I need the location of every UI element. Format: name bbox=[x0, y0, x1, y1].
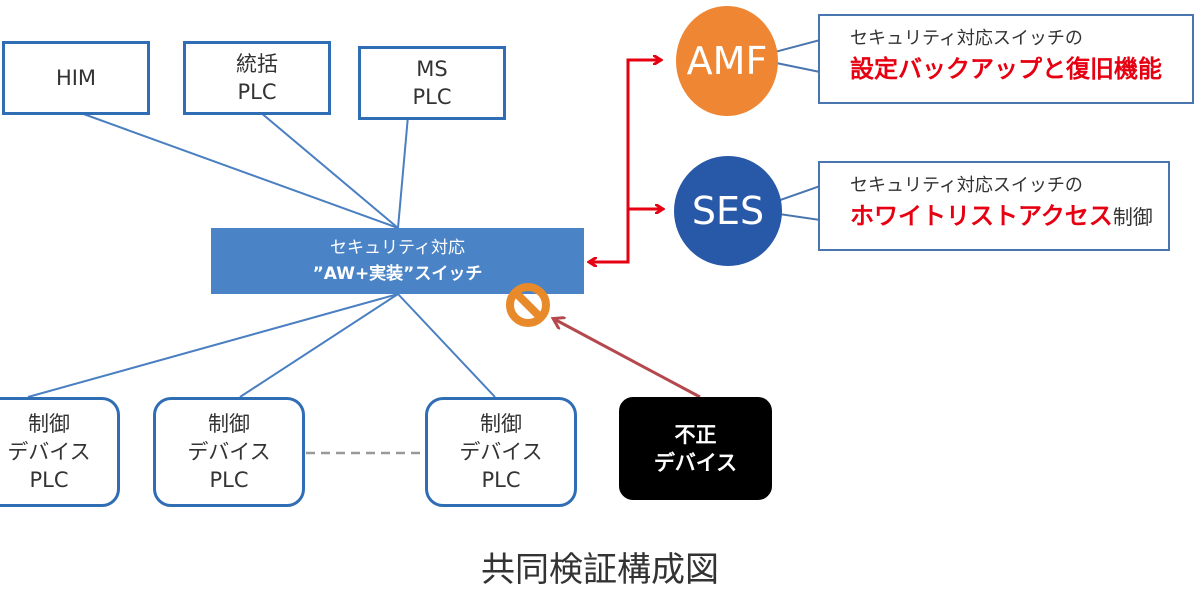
node-him-label: HIM bbox=[55, 66, 97, 90]
node-ms-plc-line1: MS bbox=[416, 57, 448, 81]
node-ms-plc-line2: PLC bbox=[412, 85, 452, 109]
ses-callout-highlight: ホワイトリストアクセス bbox=[850, 202, 1113, 230]
amf-circle: AMF bbox=[676, 6, 778, 116]
amf-callout: セキュリティ対応スイッチの 設定バックアップと復旧機能 bbox=[818, 14, 1194, 104]
switch-line2: ”AW+実装”スイッチ bbox=[312, 264, 483, 284]
plc3-line3: PLC bbox=[481, 468, 521, 492]
attack-arrow bbox=[554, 319, 701, 399]
ses-label: SES bbox=[691, 189, 765, 233]
red-bracket-line bbox=[597, 60, 660, 264]
plc1-line2: デバイス bbox=[7, 440, 91, 464]
ses-callout-tail-text: 制御 bbox=[1112, 205, 1153, 229]
amf-callout-highlight: 設定バックアップと復旧機能 bbox=[850, 55, 1162, 83]
ses-callout: セキュリティ対応スイッチの ホワイトリストアクセス制御 bbox=[818, 161, 1170, 251]
plc2-line3: PLC bbox=[209, 468, 249, 492]
plc1-line3: PLC bbox=[29, 468, 69, 492]
node-control-device-plc-1: 制御 デバイス PLC bbox=[0, 397, 120, 507]
diagram-caption: 共同検証構成図 bbox=[481, 550, 719, 590]
security-switch: セキュリティ対応 ”AW+実装”スイッチ bbox=[211, 228, 584, 294]
plc2-line2: デバイス bbox=[187, 440, 271, 464]
ses-callout-line1: セキュリティ対応スイッチの bbox=[850, 175, 1083, 196]
link-switch-plc-3 bbox=[397, 293, 496, 398]
node-control-device-plc-3: 制御 デバイス PLC bbox=[425, 397, 577, 507]
amf-callout-line1: セキュリティ対応スイッチの bbox=[850, 28, 1083, 49]
plc1-line1: 制御 bbox=[28, 412, 70, 436]
rogue-line2: デバイス bbox=[653, 450, 738, 475]
node-rogue-device: 不正 デバイス bbox=[619, 397, 772, 500]
amf-label: AMF bbox=[686, 39, 768, 83]
link-switch-plc-1 bbox=[27, 293, 399, 398]
node-control-device-plc-2: 制御 デバイス PLC bbox=[153, 397, 305, 507]
prohibit-icon bbox=[506, 283, 550, 327]
node-ms-plc: MS PLC bbox=[358, 46, 506, 120]
rogue-line1: 不正 bbox=[674, 422, 717, 447]
node-integrated-plc-line1: 統括 bbox=[236, 52, 278, 76]
link-switch-plc-2 bbox=[239, 293, 399, 398]
plc3-line1: 制御 bbox=[480, 412, 522, 436]
link-integrated-plc-switch bbox=[259, 111, 399, 229]
link-him-switch bbox=[77, 111, 399, 229]
plc3-line2: デバイス bbox=[459, 440, 543, 464]
node-integrated-plc: 統括 PLC bbox=[183, 41, 331, 115]
switch-line1: セキュリティ対応 bbox=[330, 238, 465, 258]
link-ms-plc-switch bbox=[397, 115, 409, 229]
plc2-line1: 制御 bbox=[208, 412, 250, 436]
ses-circle: SES bbox=[674, 156, 782, 266]
node-integrated-plc-line2: PLC bbox=[237, 80, 277, 104]
node-him: HIM bbox=[2, 41, 150, 115]
